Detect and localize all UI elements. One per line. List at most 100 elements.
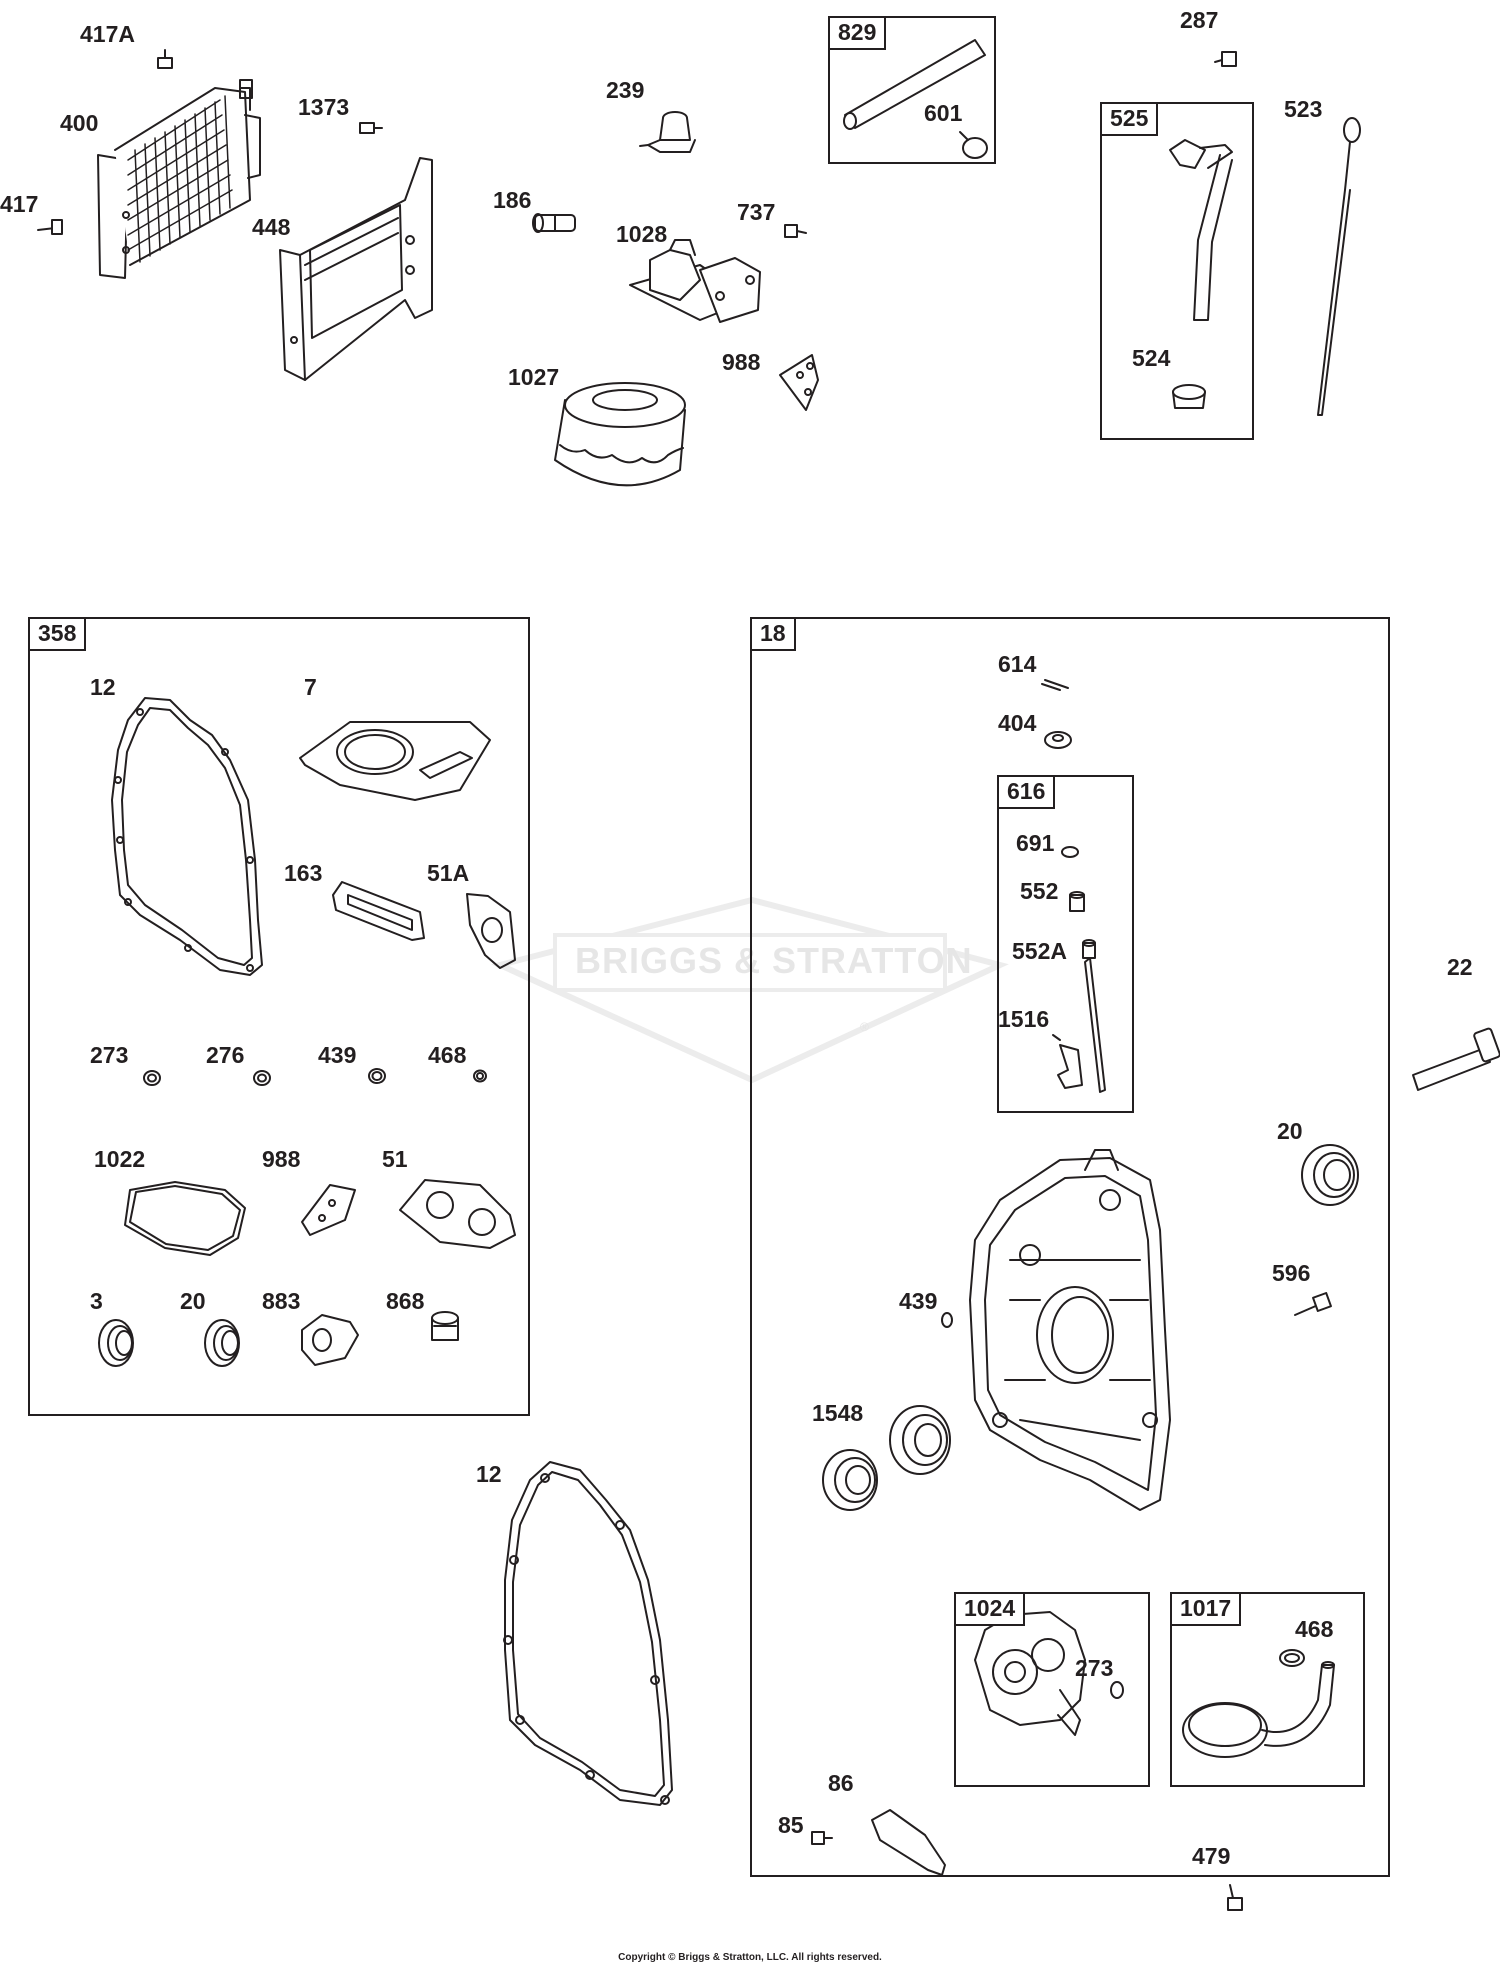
dipstick-tube-525-icon[interactable] (1169, 139, 1233, 321)
callout-20[interactable]: 20 (1277, 1118, 1303, 1144)
callout-404[interactable]: 404 (998, 710, 1037, 736)
bracket-448-icon[interactable] (279, 157, 433, 381)
callout-kit358-468[interactable]: 468 (428, 1042, 467, 1068)
bolt-417-icon[interactable] (37, 219, 63, 235)
callout-448[interactable]: 448 (252, 214, 291, 240)
oil-filter-1027-icon[interactable] (554, 382, 686, 487)
callout-kit358-1022[interactable]: 1022 (94, 1146, 146, 1172)
kit-18-tag[interactable]: 18 (750, 617, 796, 651)
callout-kit358-276[interactable]: 276 (206, 1042, 245, 1068)
gasket-51A-icon[interactable] (466, 893, 516, 969)
callout-kit358-51A[interactable]: 51A (427, 860, 470, 886)
bolt-22-icon[interactable] (1412, 1027, 1500, 1091)
seal-20-kit-icon[interactable] (204, 1319, 240, 1367)
callout-400[interactable]: 400 (60, 110, 99, 136)
callout-kit358-988[interactable]: 988 (262, 1146, 301, 1172)
callout-614[interactable]: 614 (998, 651, 1037, 677)
callout-186[interactable]: 186 (493, 187, 532, 213)
seal-3-icon[interactable] (98, 1319, 134, 1367)
pressure-switch-239-icon[interactable] (639, 111, 696, 153)
callout-kit358-273[interactable]: 273 (90, 1042, 129, 1068)
governor-shaft-1516-icon[interactable] (1052, 957, 1106, 1093)
oil-pickup-1017-icon[interactable] (1182, 1661, 1335, 1758)
callout-552A[interactable]: 552A (1012, 938, 1067, 964)
bolt-85-icon[interactable] (811, 1831, 833, 1845)
bolt-1373-icon[interactable] (359, 122, 383, 134)
callout-1028[interactable]: 1028 (616, 221, 668, 247)
callout-kit358-51[interactable]: 51 (382, 1146, 408, 1172)
callout-1027[interactable]: 1027 (508, 364, 560, 390)
o-rings-row-icon[interactable] (143, 1068, 487, 1086)
head-gasket-7-icon[interactable] (299, 721, 491, 801)
oil-cooler-400-icon[interactable] (97, 79, 261, 279)
callout-12-loose[interactable]: 12 (476, 1461, 502, 1487)
callout-239[interactable]: 239 (606, 77, 645, 103)
gasket-51-icon[interactable] (399, 1179, 516, 1249)
bolt-479-icon[interactable] (1227, 1884, 1243, 1911)
bearing-1548-icon[interactable] (822, 1405, 951, 1511)
o-ring-468-icon[interactable] (1279, 1649, 1305, 1667)
callout-273[interactable]: 273 (1075, 1655, 1114, 1681)
gasket-883-icon[interactable] (301, 1314, 359, 1366)
callout-22[interactable]: 22 (1447, 954, 1473, 980)
kit-525-tag[interactable]: 525 (1100, 102, 1159, 136)
callout-417[interactable]: 417 (0, 191, 39, 217)
callout-468[interactable]: 468 (1295, 1616, 1334, 1642)
clamp-601-icon[interactable] (959, 131, 988, 159)
callout-86[interactable]: 86 (828, 1770, 854, 1796)
crankcase-cover-18-icon[interactable] (969, 1149, 1171, 1511)
oil-pump-1024-icon[interactable] (974, 1611, 1086, 1736)
seal-20-icon[interactable] (1301, 1144, 1359, 1206)
callout-kit358-868[interactable]: 868 (386, 1288, 425, 1314)
bolt-287-icon[interactable] (1214, 51, 1237, 67)
hose-829-icon[interactable] (843, 39, 986, 130)
callout-kit358-3[interactable]: 3 (90, 1288, 103, 1314)
bolt-417A-icon[interactable] (157, 49, 173, 69)
bushing-552A-icon[interactable] (1082, 939, 1096, 959)
gasket-988-icon[interactable] (779, 354, 819, 411)
bolt-737-icon[interactable] (784, 224, 807, 238)
callout-691[interactable]: 691 (1016, 830, 1055, 856)
callout-417A[interactable]: 417A (80, 21, 135, 47)
washer-404-icon[interactable] (1044, 731, 1072, 749)
callout-601[interactable]: 601 (924, 100, 963, 126)
o-ring-691-icon[interactable] (1061, 846, 1079, 858)
kit-829-tag[interactable]: 829 (828, 16, 887, 50)
crankcase-gasket-12-icon[interactable] (111, 697, 263, 976)
callout-287[interactable]: 287 (1180, 7, 1219, 33)
o-ring-273-icon[interactable] (1110, 1681, 1124, 1699)
valve-seal-868-icon[interactable] (431, 1311, 459, 1341)
callout-kit358-163[interactable]: 163 (284, 860, 323, 886)
callout-kit358-883[interactable]: 883 (262, 1288, 301, 1314)
callout-737[interactable]: 737 (737, 199, 776, 225)
filter-adapter-1028-icon[interactable] (629, 239, 761, 323)
callout-1373[interactable]: 1373 (298, 94, 350, 120)
pin-614-icon[interactable] (1041, 679, 1069, 691)
kit-1024-tag[interactable]: 1024 (954, 1592, 1026, 1626)
grommet-524-icon[interactable] (1172, 384, 1206, 409)
callout-479[interactable]: 479 (1192, 1843, 1231, 1869)
callout-552[interactable]: 552 (1020, 878, 1059, 904)
callout-kit358-7[interactable]: 7 (304, 674, 317, 700)
kit-358-tag[interactable]: 358 (28, 617, 87, 651)
kit-1017-tag[interactable]: 1017 (1170, 1592, 1242, 1626)
gasket-163-icon[interactable] (332, 881, 425, 941)
fitting-186-icon[interactable] (532, 213, 576, 233)
callout-kit358-20[interactable]: 20 (180, 1288, 206, 1314)
cover-86-icon[interactable] (871, 1809, 946, 1876)
callout-523[interactable]: 523 (1284, 96, 1323, 122)
gasket-1022-icon[interactable] (124, 1181, 246, 1256)
bolt-596-icon[interactable] (1294, 1292, 1332, 1316)
callout-524[interactable]: 524 (1132, 345, 1171, 371)
dipstick-523-icon[interactable] (1317, 117, 1361, 416)
crankcase-gasket-12-loose-icon[interactable] (503, 1461, 673, 1806)
callout-596[interactable]: 596 (1272, 1260, 1311, 1286)
gasket-988-kit-icon[interactable] (301, 1184, 356, 1236)
callout-1516[interactable]: 1516 (998, 1006, 1050, 1032)
callout-988-top[interactable]: 988 (722, 349, 761, 375)
bushing-552-icon[interactable] (1069, 891, 1085, 912)
callout-439[interactable]: 439 (899, 1288, 938, 1314)
washer-439-icon[interactable] (941, 1312, 953, 1328)
callout-kit358-439[interactable]: 439 (318, 1042, 357, 1068)
callout-85[interactable]: 85 (778, 1812, 804, 1838)
